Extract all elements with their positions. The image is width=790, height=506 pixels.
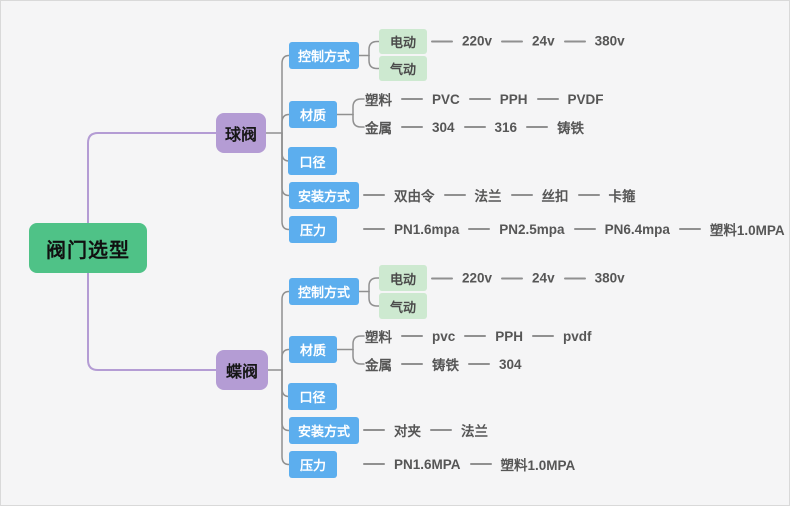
connector-dash bbox=[463, 126, 486, 128]
connector-dash bbox=[501, 40, 524, 42]
leaf-220v[interactable]: 220v bbox=[462, 33, 493, 49]
ball-control-mode-node[interactable]: 控制方式 bbox=[289, 42, 359, 69]
connector-dash bbox=[532, 335, 555, 337]
ball-pressure-node[interactable]: 压力 bbox=[289, 216, 337, 243]
butterfly-material-node[interactable]: 材质 bbox=[289, 336, 337, 363]
connector-dash bbox=[678, 228, 701, 230]
ball-diameter-node[interactable]: 口径 bbox=[288, 147, 337, 175]
leaf-flange[interactable]: 法兰 bbox=[474, 189, 502, 204]
butterfly-install-row: 对夹 法兰 bbox=[363, 420, 488, 440]
connector-dash bbox=[430, 429, 452, 431]
connector-dash bbox=[363, 228, 385, 230]
leaf-pn16[interactable]: PN1.6MPA bbox=[394, 456, 461, 472]
leaf-thread[interactable]: 丝扣 bbox=[541, 189, 569, 204]
connector-dash bbox=[363, 429, 385, 431]
leaf-24v[interactable]: 24v bbox=[532, 270, 555, 286]
branch-node-butterfly-valve[interactable]: 蝶阀 bbox=[216, 350, 268, 390]
ball-voltage-row: 220v 24v 380v bbox=[431, 34, 625, 49]
butterfly-metal-row: 金属 铸铁 304 bbox=[365, 354, 522, 374]
leaf-pvc[interactable]: PVC bbox=[432, 91, 460, 107]
connector-dash bbox=[401, 126, 423, 128]
connector-dash bbox=[401, 335, 423, 337]
leaf-380v[interactable]: 380v bbox=[594, 33, 625, 49]
leaf-pvc[interactable]: pvc bbox=[432, 328, 456, 344]
ball-metal-row: 金属 304 316 铸铁 bbox=[365, 117, 584, 137]
butterfly-voltage-row: 220v 24v 380v bbox=[431, 271, 625, 286]
ball-plastic-row: 塑料 PVC PPH PVDF bbox=[365, 89, 604, 109]
butterfly-pressure-node[interactable]: 压力 bbox=[289, 451, 337, 478]
connector-dash bbox=[573, 228, 596, 230]
butterfly-electric-node[interactable]: 电动 bbox=[379, 265, 427, 291]
butterfly-control-mode-node[interactable]: 控制方式 bbox=[289, 278, 359, 305]
leaf-cast-iron[interactable]: 铸铁 bbox=[557, 121, 585, 136]
connector-dash bbox=[468, 228, 491, 230]
leaf-cast-iron[interactable]: 铸铁 bbox=[432, 358, 459, 373]
connector-dash bbox=[469, 463, 492, 465]
branch-node-ball-valve[interactable]: 球阀 bbox=[216, 113, 266, 153]
ball-install-mode-node[interactable]: 安装方式 bbox=[289, 182, 359, 209]
connector-dash bbox=[363, 463, 385, 465]
leaf-304[interactable]: 304 bbox=[499, 356, 522, 372]
leaf-pvdf[interactable]: pvdf bbox=[563, 328, 592, 344]
leaf-pn16[interactable]: PN1.6mpa bbox=[394, 221, 460, 237]
butterfly-pressure-row: PN1.6MPA 塑料1.0MPA bbox=[363, 454, 575, 474]
connector-dash bbox=[501, 277, 524, 279]
leaf-metal[interactable]: 金属 bbox=[365, 121, 392, 136]
ball-install-row: 双由令 法兰 丝扣 卡箍 bbox=[363, 185, 636, 205]
connector-dash bbox=[468, 98, 491, 100]
leaf-24v[interactable]: 24v bbox=[532, 33, 555, 49]
ball-pneumatic-node[interactable]: 气动 bbox=[379, 56, 427, 81]
leaf-304[interactable]: 304 bbox=[432, 119, 455, 135]
connector-dash bbox=[401, 98, 423, 100]
leaf-pph[interactable]: PPH bbox=[495, 328, 524, 344]
butterfly-install-mode-node[interactable]: 安装方式 bbox=[289, 417, 359, 444]
butterfly-diameter-node[interactable]: 口径 bbox=[288, 383, 337, 410]
connector-dash bbox=[363, 194, 385, 196]
ball-material-node[interactable]: 材质 bbox=[289, 101, 337, 128]
connector-dash bbox=[526, 126, 549, 128]
ball-pressure-row: PN1.6mpa PN2.5mpa PN6.4mpa 塑料1.0MPA bbox=[363, 219, 785, 239]
connector-dash bbox=[563, 40, 586, 42]
root-node-valve-selection[interactable]: 阀门选型 bbox=[29, 223, 147, 273]
connector-dash bbox=[510, 194, 533, 196]
connector-dash bbox=[577, 194, 600, 196]
leaf-plastic-10mpa[interactable]: 塑料1.0MPA bbox=[500, 458, 576, 473]
butterfly-plastic-row: 塑料 pvc PPH pvdf bbox=[365, 326, 592, 346]
leaf-double-union[interactable]: 双由令 bbox=[394, 189, 435, 204]
leaf-pvdf[interactable]: PVDF bbox=[567, 91, 604, 107]
connector-dash bbox=[431, 40, 453, 42]
leaf-pn25[interactable]: PN2.5mpa bbox=[499, 221, 565, 237]
butterfly-pneumatic-node[interactable]: 气动 bbox=[379, 293, 427, 319]
connector-dash bbox=[468, 363, 490, 365]
leaf-wafer[interactable]: 对夹 bbox=[394, 424, 421, 439]
ball-electric-node[interactable]: 电动 bbox=[379, 29, 427, 54]
connector-dash bbox=[401, 363, 423, 365]
connector-dash bbox=[536, 98, 559, 100]
leaf-flange[interactable]: 法兰 bbox=[461, 424, 488, 439]
leaf-clamp[interactable]: 卡箍 bbox=[608, 189, 636, 204]
connector-dash bbox=[443, 194, 466, 196]
leaf-metal[interactable]: 金属 bbox=[365, 358, 392, 373]
leaf-plastic[interactable]: 塑料 bbox=[365, 330, 392, 345]
leaf-plastic[interactable]: 塑料 bbox=[365, 93, 392, 108]
leaf-220v[interactable]: 220v bbox=[462, 270, 493, 286]
connector-dash bbox=[431, 277, 453, 279]
leaf-pn64[interactable]: PN6.4mpa bbox=[604, 221, 670, 237]
connector-dash bbox=[464, 335, 487, 337]
leaf-316[interactable]: 316 bbox=[494, 119, 518, 135]
connector-dash bbox=[563, 277, 586, 279]
leaf-pph[interactable]: PPH bbox=[499, 91, 528, 107]
leaf-plastic-10mpa[interactable]: 塑料1.0MPA bbox=[709, 223, 785, 238]
leaf-380v[interactable]: 380v bbox=[594, 270, 625, 286]
